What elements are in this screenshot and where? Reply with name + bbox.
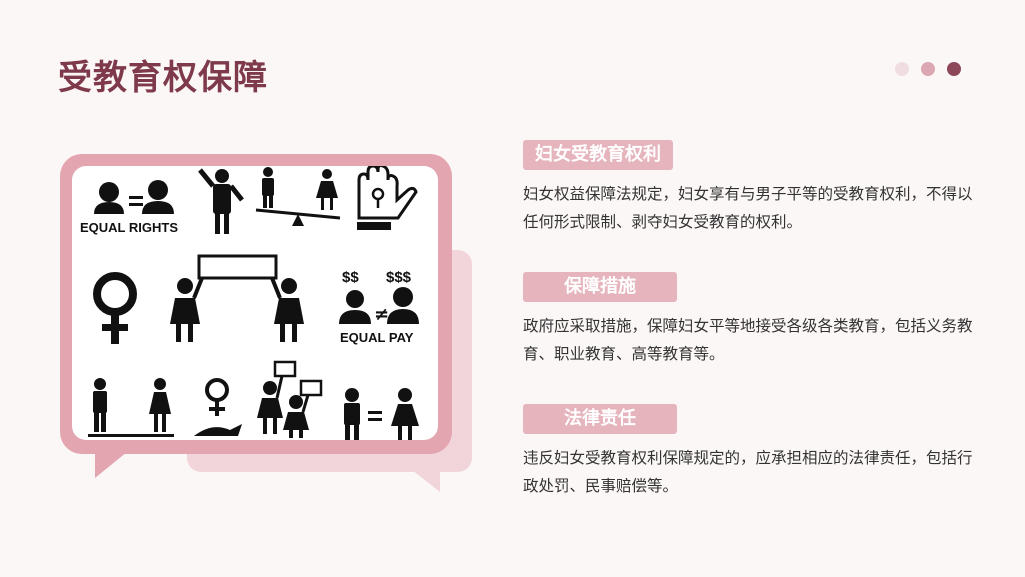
venus-symbol-icon	[93, 272, 137, 344]
section-heading: 保障措施	[523, 272, 677, 302]
speech-bubble-back-tail	[412, 470, 440, 492]
balance-scale-icon	[255, 167, 341, 226]
section-heading: 妇女受教育权利	[523, 140, 673, 170]
section-body: 妇女权益保障法规定，妇女享有与男子平等的受教育权利，不得以任何形式限制、剥夺妇女…	[523, 185, 973, 231]
protest-person-icon	[198, 168, 244, 234]
equal-pay-label: EQUAL PAY	[340, 330, 414, 345]
dot-light	[895, 62, 909, 76]
dot-medium	[921, 62, 935, 76]
dot-dark	[947, 62, 961, 76]
venus-hand-icon	[194, 378, 242, 436]
dollars-low: $$	[342, 269, 359, 286]
man-equals-woman-icon	[344, 388, 419, 440]
equal-rights-icon: EQUAL RIGHTS	[80, 180, 178, 235]
page-title: 受教育权保障	[58, 58, 268, 98]
women-holding-banner-icon	[170, 254, 304, 342]
speech-bubble-front-tail	[95, 452, 127, 478]
girls-with-signs-icon	[257, 360, 323, 438]
section-women-education-rights: 妇女受教育权利 妇女权益保障法规定，妇女享有与男子平等的受教育权利，不得以任何形…	[523, 140, 983, 236]
section-body: 违反妇女受教育权利保障规定的，应承担相应的法律责任，包括行政处罚、民事赔偿等。	[523, 449, 973, 495]
dollars-high: $$$	[386, 269, 412, 286]
gender-equality-illustration: EQUAL RIGHTS	[72, 166, 438, 440]
men-women-seesaw-icon	[88, 378, 174, 437]
raised-hand-venus-icon	[357, 166, 418, 230]
decorative-dots	[895, 62, 961, 76]
section-heading: 法律责任	[523, 404, 677, 434]
equal-pay-icon: $$ $$$ ≠ EQUAL PAY	[339, 269, 419, 345]
equal-rights-label: EQUAL RIGHTS	[80, 220, 178, 235]
section-legal-liability: 法律责任 违反妇女受教育权利保障规定的，应承担相应的法律责任，包括行政处罚、民事…	[523, 404, 983, 500]
svg-text:≠: ≠	[374, 304, 389, 325]
section-body: 政府应采取措施，保障妇女平等地接受各级各类教育，包括义务教育、职业教育、高等教育…	[523, 317, 973, 363]
section-safeguard-measures: 保障措施 政府应采取措施，保障妇女平等地接受各级各类教育，包括义务教育、职业教育…	[523, 272, 983, 368]
